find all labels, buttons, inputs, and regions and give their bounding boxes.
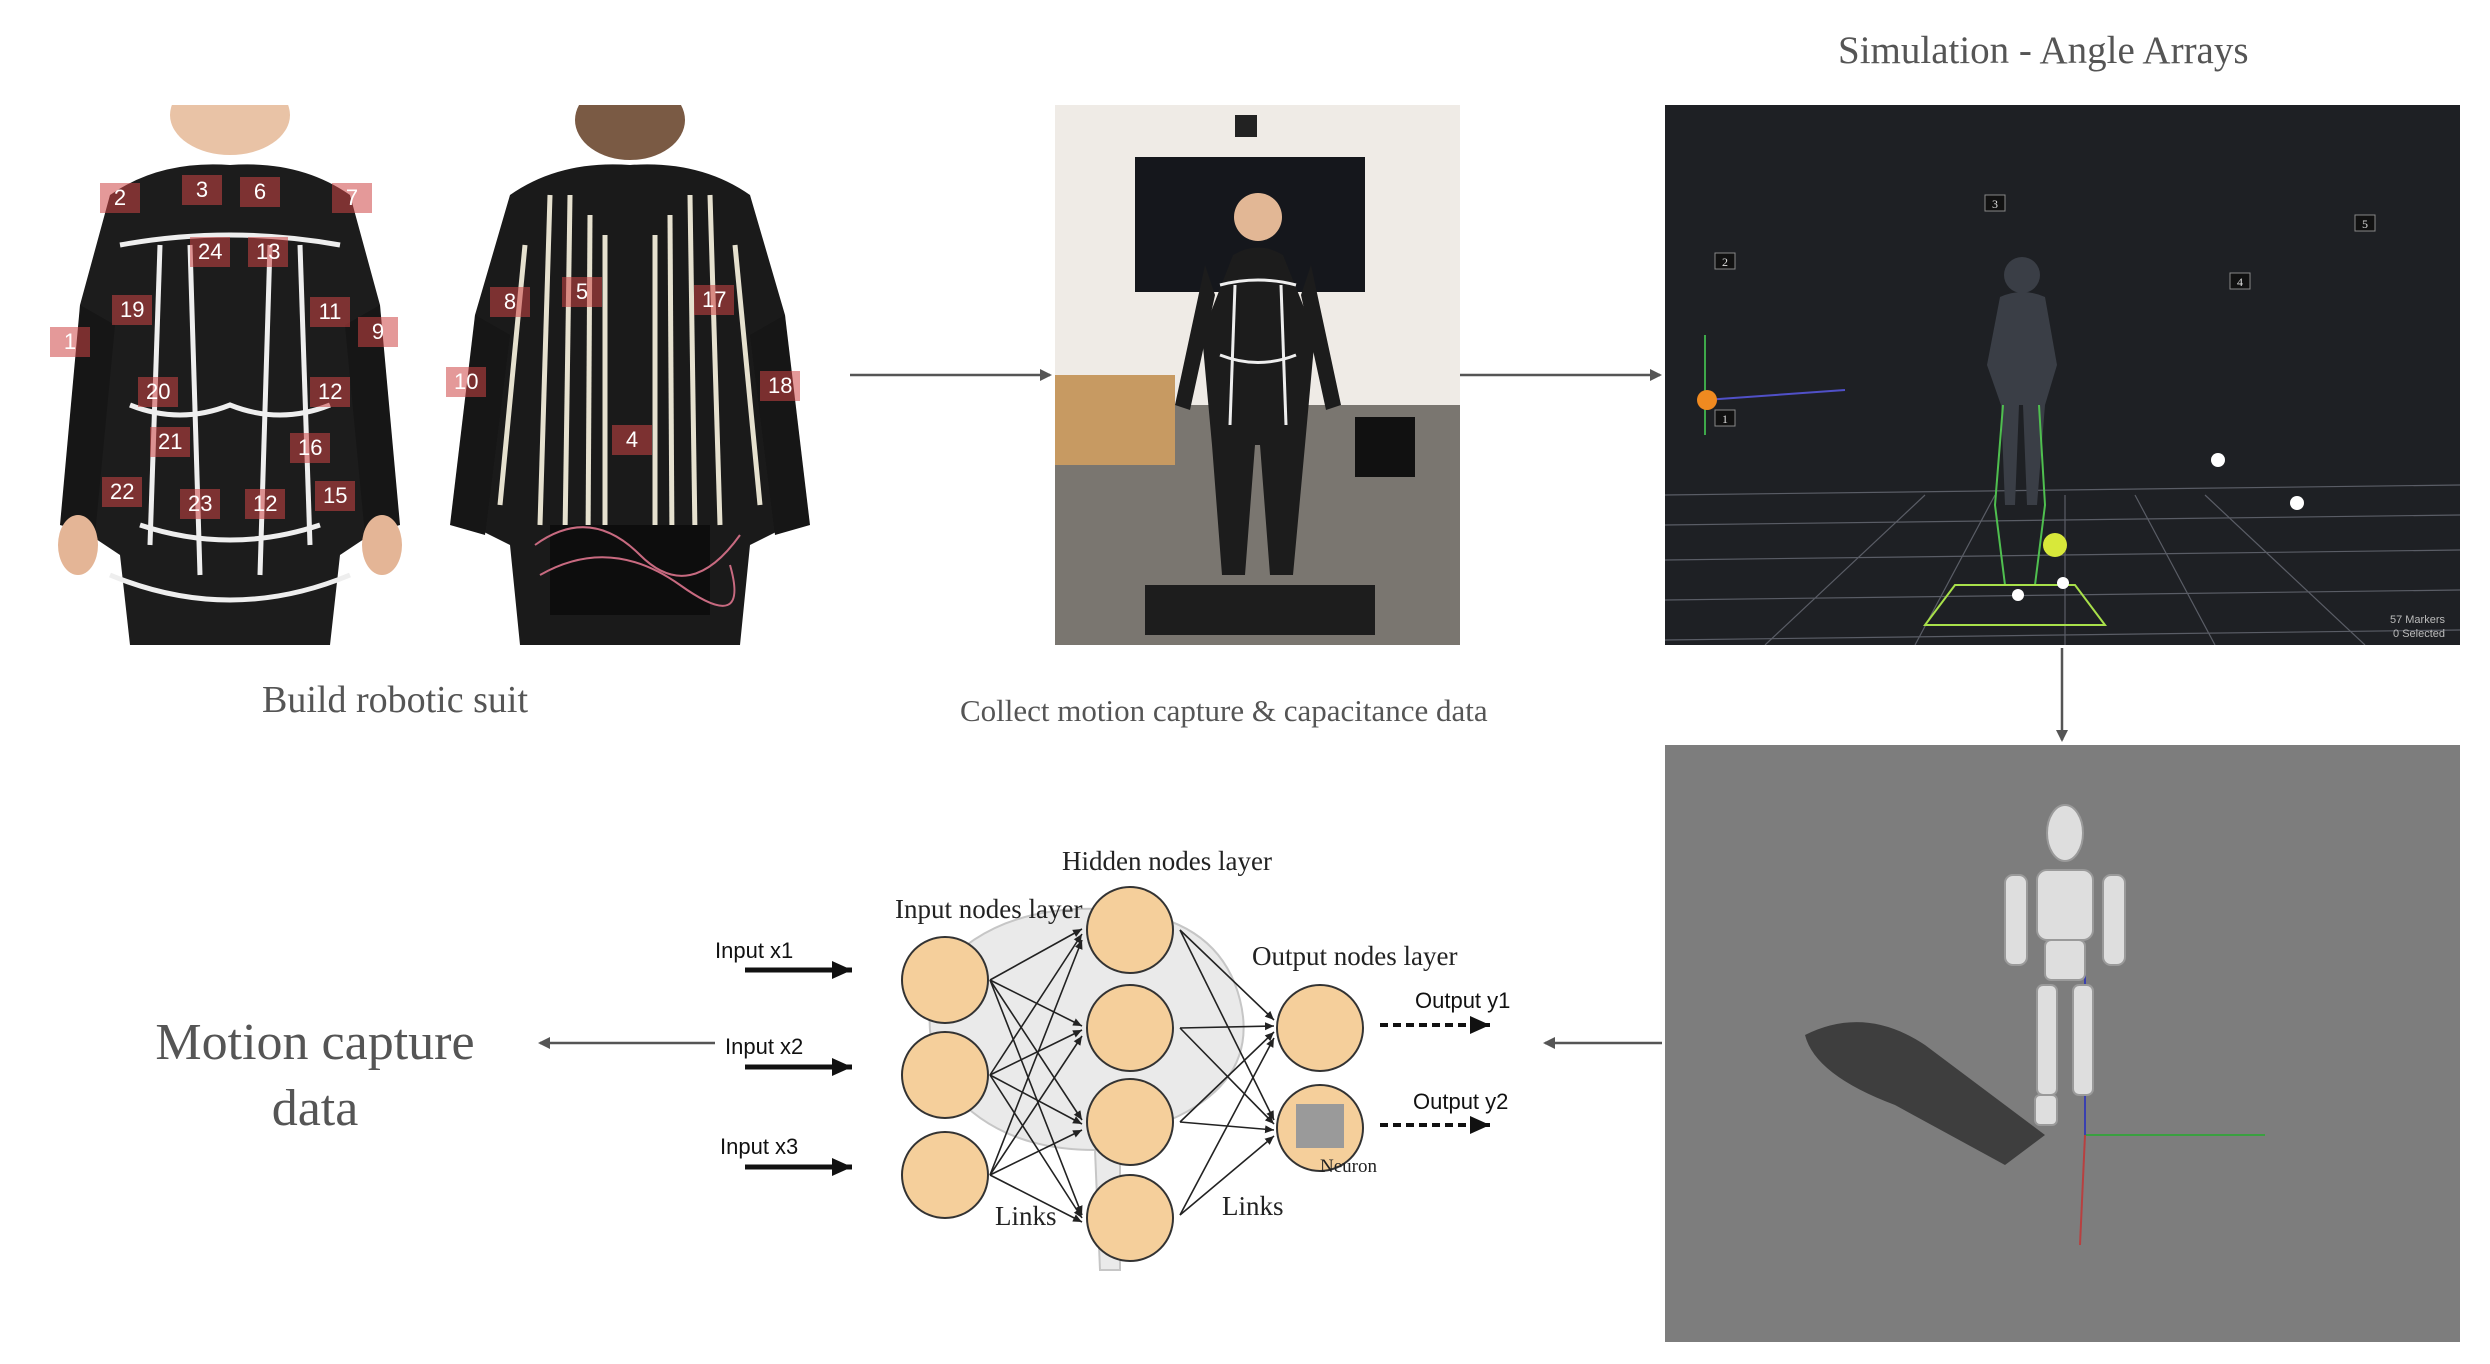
sensor-tag: 22 bbox=[102, 477, 143, 507]
robot-simulation bbox=[1665, 745, 2460, 1342]
sensor-tag: 21 bbox=[150, 427, 191, 457]
sensor-tag: 15 bbox=[315, 481, 356, 511]
capture-caption: Collect motion capture & capacitance dat… bbox=[960, 693, 1488, 728]
suit-back-figure bbox=[450, 105, 810, 645]
suit-front-figure bbox=[58, 105, 402, 645]
output-label: Motion capture data bbox=[145, 1010, 485, 1142]
sensor-tag: 16 bbox=[290, 433, 331, 463]
status-markers: 57 Markers bbox=[2390, 614, 2446, 626]
links-left-label: Links bbox=[995, 1201, 1057, 1231]
sensor-tag: 1 bbox=[50, 327, 90, 357]
neuron-marker bbox=[1296, 1104, 1344, 1148]
sensor-tag: 13 bbox=[248, 237, 289, 267]
links-right-label: Links bbox=[1222, 1191, 1284, 1221]
marker-label: 2 bbox=[1722, 255, 1728, 269]
sensor-tag: 20 bbox=[138, 377, 179, 407]
sensor-tag: 10 bbox=[446, 367, 487, 397]
output-label-line1: Motion capture bbox=[155, 1014, 475, 1071]
suit-front-photo: 2 3 6 7 24 13 19 11 9 1 20 12 21 16 22 2… bbox=[40, 105, 420, 645]
marker-label: 4 bbox=[2237, 275, 2243, 289]
sensor-tag: 23 bbox=[180, 489, 221, 519]
suit-caption: Build robotic suit bbox=[262, 679, 528, 721]
sensor-tag: 18 bbox=[760, 371, 801, 401]
network-links bbox=[989, 928, 1275, 1223]
sensor-tag: 6 bbox=[240, 177, 280, 207]
output-y2-label: Output y2 bbox=[1413, 1089, 1508, 1114]
sensor-tag: 8 bbox=[490, 287, 530, 317]
hidden-node bbox=[1086, 1174, 1174, 1262]
capture-photo bbox=[1055, 105, 1460, 645]
sensor-tag: 24 bbox=[190, 237, 231, 267]
input-node bbox=[901, 1031, 989, 1119]
marker-label: 1 bbox=[1722, 412, 1728, 426]
sensor-tag: 5 bbox=[562, 277, 602, 307]
neural-network-diagram: Input nodes layer Hidden nodes layer Out… bbox=[715, 846, 1510, 1271]
marker-label: 5 bbox=[2362, 217, 2368, 231]
capture-scene bbox=[1055, 105, 1460, 645]
status-selected: 0 Selected bbox=[2393, 628, 2445, 640]
hidden-node bbox=[1086, 1078, 1174, 1166]
marker-label: 3 bbox=[1992, 197, 1998, 211]
simulation-viewport: 2 3 4 5 1 57 Markers 0 Selected bbox=[1665, 105, 2460, 645]
robot-scene bbox=[1805, 804, 2265, 1246]
sensor-tag: 11 bbox=[310, 297, 350, 327]
sensor-tag: 4 bbox=[612, 425, 652, 455]
input-x1-label: Input x1 bbox=[715, 938, 793, 963]
input-node bbox=[901, 1131, 989, 1219]
sensor-tag: 2 bbox=[100, 183, 140, 213]
input-node bbox=[901, 936, 989, 1024]
input-x2-label: Input x2 bbox=[725, 1034, 803, 1059]
hidden-node bbox=[1086, 886, 1174, 974]
output-label-line2: data bbox=[271, 1080, 359, 1137]
output-layer-label: Output nodes layer bbox=[1252, 941, 1457, 971]
input-layer-label: Input nodes layer bbox=[895, 894, 1082, 924]
suit-back-photo: 8 5 17 10 4 18 bbox=[440, 105, 820, 645]
output-y1-label: Output y1 bbox=[1415, 988, 1510, 1013]
sensor-tag: 9 bbox=[358, 317, 398, 347]
sensor-tag: 12 bbox=[310, 377, 351, 407]
hidden-layer-label: Hidden nodes layer bbox=[1062, 846, 1272, 876]
sensor-tag: 12 bbox=[245, 489, 286, 519]
output-node bbox=[1276, 984, 1364, 1072]
sensor-tag: 7 bbox=[332, 183, 372, 213]
hidden-node bbox=[1086, 984, 1174, 1072]
sensor-tag: 3 bbox=[182, 175, 222, 205]
sensor-tag: 17 bbox=[694, 285, 735, 315]
input-x3-label: Input x3 bbox=[720, 1134, 798, 1159]
simulation-scene: 2 3 4 5 1 57 Markers 0 Selected bbox=[1665, 194, 2460, 645]
simulation-title: Simulation - Angle Arrays bbox=[1838, 29, 2249, 72]
sensor-tag: 19 bbox=[112, 295, 153, 325]
neuron-label: Neuron bbox=[1320, 1156, 1377, 1177]
